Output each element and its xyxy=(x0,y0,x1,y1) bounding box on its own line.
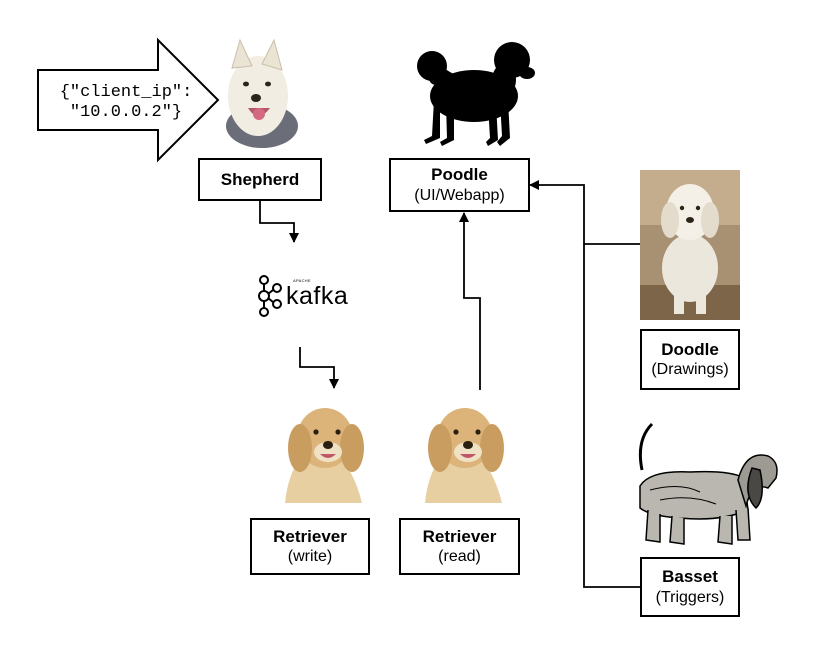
input-arrow: {"client_ip": "10.0.0.2"} xyxy=(37,37,220,163)
poodle-silhouette-icon xyxy=(417,42,535,146)
basset-node[interactable]: Basset (Triggers) xyxy=(640,557,740,617)
doodle-title: Doodle xyxy=(661,339,719,359)
poodle-subtitle: (UI/Webapp) xyxy=(414,186,505,204)
golden-retriever-icon xyxy=(285,408,364,503)
doodle-node[interactable]: Doodle (Drawings) xyxy=(640,329,740,390)
poodle-node[interactable]: Poodle (UI/Webapp) xyxy=(389,158,530,212)
shepherd-title: Shepherd xyxy=(220,169,300,189)
basset-hound-sketch-icon xyxy=(638,422,778,545)
kafka-to-retriever-write-connector xyxy=(299,347,339,389)
doodle-to-poodle-connector xyxy=(529,180,640,245)
shepherd-to-kafka-connector xyxy=(259,201,299,243)
retriever-write-title: Retriever xyxy=(273,526,347,546)
doodle-dog-photo-icon xyxy=(640,170,740,320)
connectors xyxy=(259,180,640,588)
golden-retriever-icon xyxy=(425,408,504,503)
basset-title: Basset xyxy=(662,567,718,587)
input-message-line1: {"client_ip": xyxy=(60,83,193,102)
retriever-write-subtitle: (write) xyxy=(287,548,333,566)
retriever-write-node[interactable]: Retriever (write) xyxy=(250,518,370,575)
basset-to-poodle-connector xyxy=(583,244,640,588)
doodle-subtitle: (Drawings) xyxy=(651,361,729,379)
retriever-read-node[interactable]: Retriever (read) xyxy=(399,518,520,575)
retriever-read-subtitle: (read) xyxy=(438,548,481,566)
shepherd-node[interactable]: Shepherd xyxy=(198,158,322,201)
input-message-line2: "10.0.0.2"} xyxy=(70,103,182,122)
retriever-read-title: Retriever xyxy=(422,526,497,546)
kafka-wordmark: kafka xyxy=(286,282,348,310)
white-shepherd-dog-icon xyxy=(226,38,298,148)
poodle-title: Poodle xyxy=(431,165,488,185)
basset-subtitle: (Triggers) xyxy=(655,588,725,606)
kafka-apache-label: APACHE xyxy=(293,278,311,283)
retriever-read-to-poodle-connector xyxy=(459,212,481,390)
kafka-logo-icon xyxy=(258,275,282,317)
